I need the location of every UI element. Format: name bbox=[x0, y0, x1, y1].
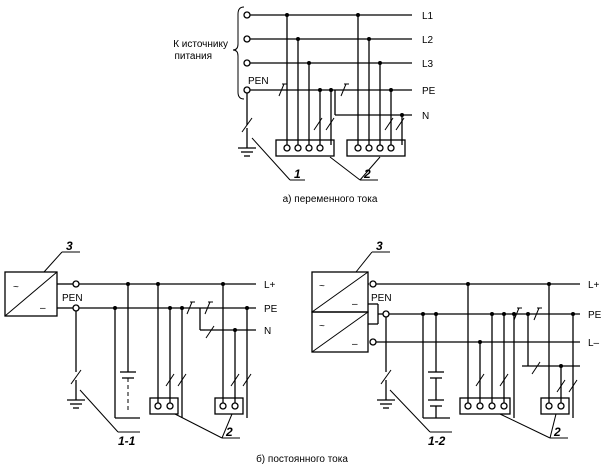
ref-loads-right: 2 bbox=[553, 425, 561, 439]
load-box-left-2 bbox=[214, 397, 244, 415]
svg-text:N: N bbox=[264, 326, 271, 337]
caption-dc: б) постоянного тока bbox=[256, 453, 348, 465]
ref-source-left: 3 bbox=[66, 239, 73, 253]
source-box-left bbox=[4, 271, 58, 317]
label-l2: L2 bbox=[422, 35, 434, 46]
label-pe: PE bbox=[422, 86, 436, 97]
label-pen-left: PEN bbox=[62, 293, 83, 304]
source-label-line1: К источнику bbox=[173, 39, 228, 50]
load-box-right-2 bbox=[540, 397, 570, 415]
ref-loads-left: 2 bbox=[225, 425, 233, 439]
svg-text:L+: L+ bbox=[588, 280, 600, 291]
svg-text:–: – bbox=[40, 303, 46, 314]
ref-loads: 2 bbox=[363, 167, 371, 181]
caption-ac: а) переменного тока bbox=[283, 194, 378, 205]
svg-text:~: ~ bbox=[319, 281, 325, 292]
source-box-right-bottom bbox=[311, 311, 369, 353]
source-terminal-l3 bbox=[243, 59, 251, 67]
ref-earth-right: 1-2 bbox=[428, 434, 446, 448]
label-pen: PEN bbox=[248, 76, 269, 87]
svg-text:–: – bbox=[352, 339, 358, 350]
load-box-left-1 bbox=[149, 397, 179, 415]
dc-system-left: ~ – 3 PEN L+ PE N bbox=[4, 239, 278, 448]
svg-text:~: ~ bbox=[319, 321, 325, 332]
pe-marker bbox=[340, 83, 347, 97]
label-l3: L3 bbox=[422, 59, 434, 70]
source-brace bbox=[232, 6, 245, 100]
svg-text:PE: PE bbox=[264, 304, 278, 315]
label-l1: L1 bbox=[422, 11, 434, 22]
source-terminal-l2 bbox=[243, 35, 251, 43]
svg-text:PE: PE bbox=[588, 310, 602, 321]
earth-switch-mark bbox=[241, 117, 253, 133]
ref-earth-electrode: 1 bbox=[294, 167, 301, 181]
source-terminal-l1 bbox=[243, 11, 251, 19]
ac-system-diagram: К источнику питания L1 L2 L3 PE N PEN bbox=[173, 6, 436, 205]
load-box-right-1 bbox=[459, 397, 511, 415]
svg-text:–: – bbox=[352, 299, 358, 310]
svg-text:L+: L+ bbox=[264, 280, 276, 291]
load-box-1 bbox=[275, 139, 335, 157]
svg-text:~: ~ bbox=[13, 282, 19, 293]
source-label-line2: питания bbox=[174, 51, 212, 62]
source-terminal-pen bbox=[243, 86, 251, 94]
ref-source-right: 3 bbox=[376, 239, 383, 253]
svg-text:L–: L– bbox=[588, 338, 600, 349]
load-box-2 bbox=[346, 139, 406, 157]
ref-earth-left: 1-1 bbox=[118, 434, 136, 448]
label-n: N bbox=[422, 111, 429, 122]
pen-marker bbox=[278, 83, 285, 97]
dc-system-right: ~ – ~ – 3 PEN L+ PE L– bbox=[311, 239, 602, 448]
label-pen-right: PEN bbox=[371, 293, 392, 304]
